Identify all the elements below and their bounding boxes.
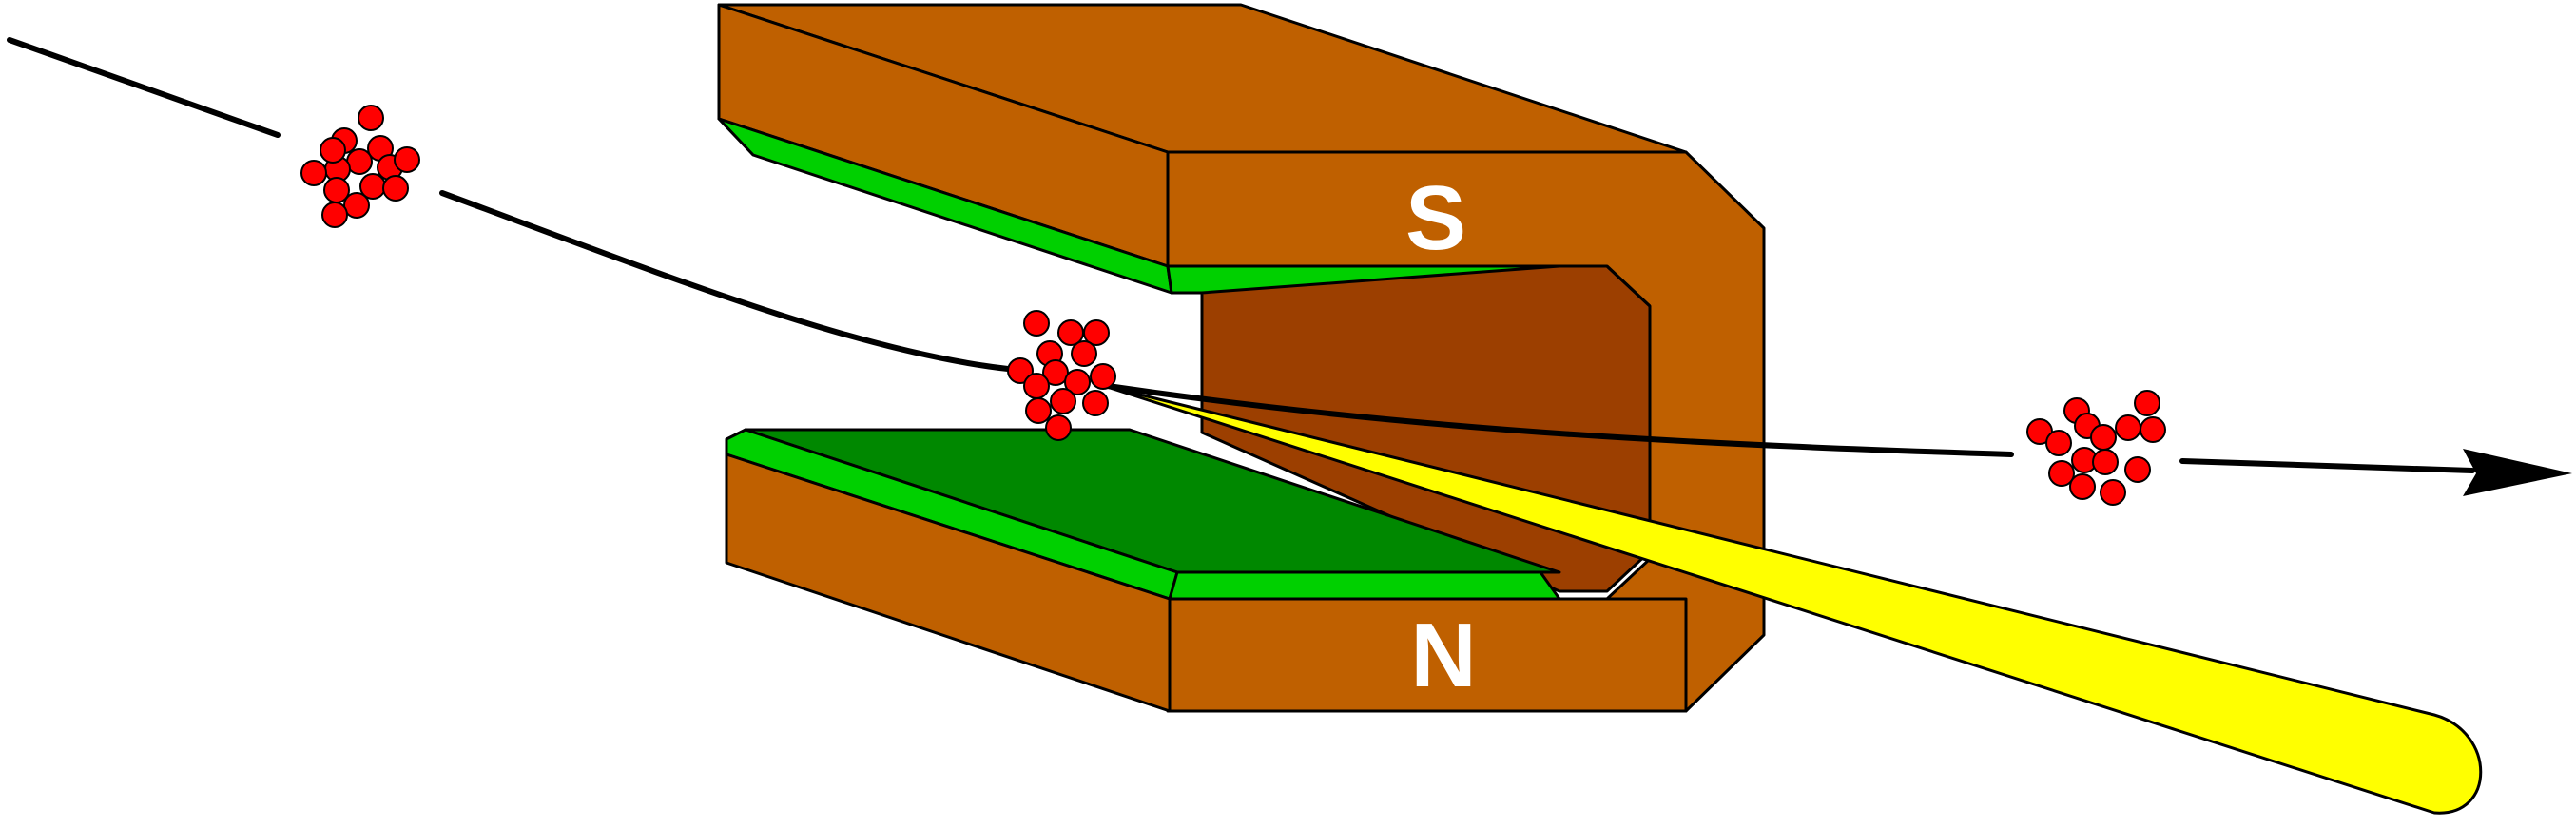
north-pole-label: N — [1410, 605, 1476, 706]
synchrotron-light-cone — [1099, 383, 2483, 815]
particle-bunch-center — [1007, 310, 1116, 441]
particle-bunch-incoming — [300, 105, 420, 228]
direction-arrow-head — [2463, 449, 2572, 496]
particle-trajectory — [7, 37, 2475, 473]
south-pole-label: S — [1405, 167, 1466, 269]
particle-bunch-outgoing — [2026, 390, 2166, 506]
magnet-lower-arm — [725, 428, 1688, 713]
magnet-upper-arm — [717, 3, 1688, 295]
